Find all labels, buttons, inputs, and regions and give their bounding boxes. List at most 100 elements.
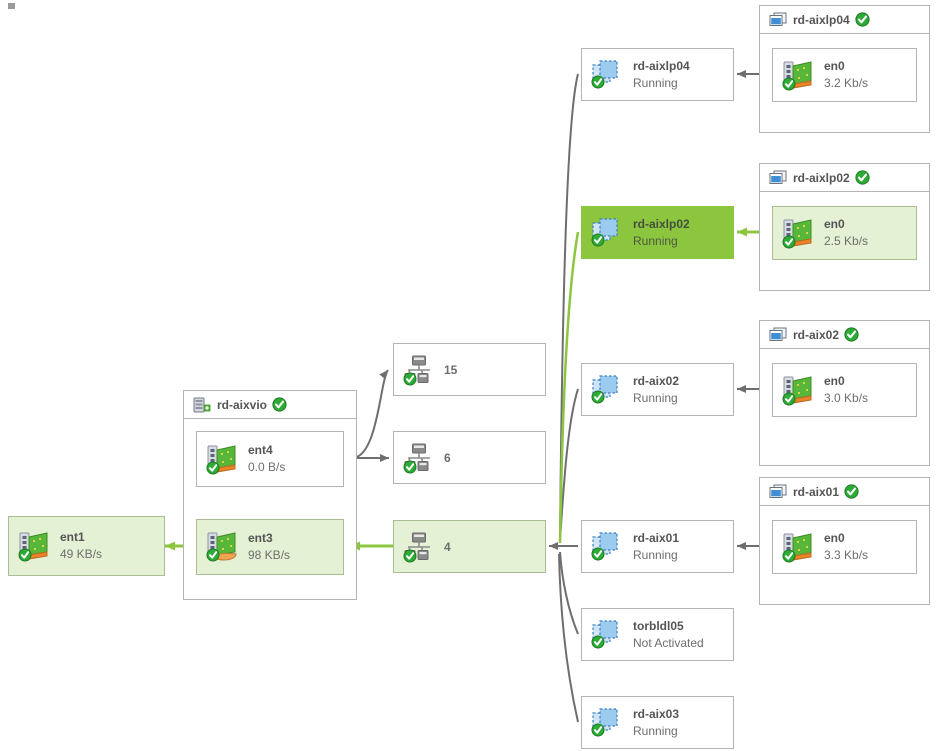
edge-bundle-vlan4-to-lpars: [558, 73, 579, 723]
node-lpar-torbldl05[interactable]: torbldl05 Not Activated: [581, 608, 734, 661]
panel-header: rd-aix01: [760, 478, 929, 506]
node-lpar-rd-aix02[interactable]: rd-aix02 Running: [581, 363, 734, 416]
node-lpar-rd-aix03[interactable]: rd-aix03 Running: [581, 696, 734, 749]
network-adapter-icon: [782, 531, 816, 563]
node-subtitle: 2.5 Kb/s: [824, 234, 869, 248]
network-adapter-icon: [206, 443, 240, 475]
node-subtitle: 98 KB/s: [248, 548, 291, 562]
lpar-icon: [591, 374, 625, 406]
node-title: en0: [824, 59, 845, 73]
vlan-network-icon: [403, 354, 435, 386]
status-ok-icon: [403, 372, 417, 385]
node-en0[interactable]: en0 3.0 Kb/s: [772, 363, 917, 417]
lpar-icon: [591, 707, 625, 739]
lpar-window-icon: [769, 327, 787, 343]
node-title: rd-aixlp02: [633, 216, 690, 231]
node-subtitle: Running: [633, 390, 678, 405]
network-adapter-icon: [782, 59, 816, 91]
status-ok-icon: [591, 635, 605, 648]
node-en0[interactable]: en0 3.2 Kb/s: [772, 48, 917, 102]
node-subtitle: Running: [633, 75, 678, 90]
panel-rd-aixvio[interactable]: rd-aixvio: [183, 390, 357, 600]
node-title: rd-aix02: [633, 373, 680, 388]
status-ok-icon: [403, 460, 417, 473]
node-title: ent1: [60, 530, 85, 544]
lpar-icon: [591, 619, 625, 651]
node-subtitle: Running: [633, 723, 678, 738]
panel-rd-aix02[interactable]: rd-aix02: [759, 320, 930, 466]
node-subtitle: 3.2 Kb/s: [824, 76, 869, 90]
status-ok-icon: [206, 461, 220, 475]
panel-title: rd-aixvio: [217, 397, 268, 412]
node-vlan-6[interactable]: 6: [393, 431, 546, 484]
node-ent4[interactable]: ent4 0.0 B/s: [196, 431, 344, 487]
panel-header: rd-aixvio: [184, 391, 356, 419]
node-subtitle: Not Activated: [633, 635, 704, 650]
status-ok-icon: [844, 327, 859, 342]
panel-title: rd-aixlp04: [793, 12, 850, 27]
network-adapter-icon: [782, 217, 816, 249]
lpar-window-icon: [769, 170, 787, 186]
vlan-id: 6: [444, 450, 451, 465]
status-ok-icon: [272, 397, 287, 412]
lpar-icon: [591, 531, 625, 563]
status-ok-icon: [782, 549, 796, 563]
vlan-id: 4: [444, 539, 451, 554]
node-subtitle: 3.0 Kb/s: [824, 391, 869, 405]
lpar-icon: [591, 59, 625, 91]
node-lpar-rd-aixlp04[interactable]: rd-aixlp04 Running: [581, 48, 734, 101]
network-adapter-icon: [782, 374, 816, 406]
node-title: en0: [824, 374, 845, 388]
node-ent1[interactable]: ent1 49 KB/s: [8, 516, 165, 576]
lpar-window-icon: [769, 12, 787, 28]
lpar-window-icon: [769, 484, 787, 500]
node-title: en0: [824, 531, 845, 545]
panel-rd-aixlp02[interactable]: rd-aixlp02: [759, 163, 930, 291]
node-subtitle: Running: [633, 547, 678, 562]
node-lpar-rd-aixlp02[interactable]: rd-aixlp02 Running: [581, 206, 734, 259]
panel-rd-aixlp04[interactable]: rd-aixlp04: [759, 5, 930, 133]
server-add-icon: [193, 397, 211, 413]
node-title: ent3: [248, 531, 273, 545]
node-lpar-rd-aix01[interactable]: rd-aix01 Running: [581, 520, 734, 573]
vlan-id: 15: [444, 362, 458, 377]
network-adapter-shared-icon: [206, 531, 240, 563]
panel-header: rd-aix02: [760, 321, 929, 349]
panel-header: rd-aixlp02: [760, 164, 929, 192]
node-vlan-4[interactable]: 4: [393, 520, 546, 573]
lpar-icon: [591, 217, 625, 249]
node-title: en0: [824, 217, 845, 231]
node-en0[interactable]: en0 3.3 Kb/s: [772, 520, 917, 574]
panel-rd-aix01[interactable]: rd-aix01: [759, 477, 930, 605]
status-ok-icon: [206, 548, 220, 562]
status-ok-icon: [403, 549, 417, 562]
edge-vlan4-to-rd-aixlp02: [558, 231, 580, 544]
node-subtitle: 49 KB/s: [60, 547, 103, 561]
vlan-network-icon: [403, 442, 435, 474]
node-subtitle: 3.3 Kb/s: [824, 548, 869, 562]
status-ok-icon: [844, 484, 859, 499]
status-ok-icon: [855, 170, 870, 185]
node-title: rd-aixlp04: [633, 58, 690, 73]
node-subtitle: 0.0 B/s: [248, 460, 286, 474]
status-ok-icon: [591, 547, 605, 560]
status-ok-icon: [591, 390, 605, 403]
node-title: rd-aix01: [633, 530, 680, 545]
panel-header: rd-aixlp04: [760, 6, 929, 34]
status-ok-icon: [855, 12, 870, 27]
status-ok-icon: [18, 548, 32, 562]
node-en0[interactable]: en0 2.5 Kb/s: [772, 206, 917, 260]
node-title: ent4: [248, 443, 273, 457]
panel-title: rd-aix01: [793, 484, 840, 499]
status-ok-icon: [591, 75, 605, 88]
status-ok-icon: [591, 723, 605, 736]
vlan-network-icon: [403, 531, 435, 563]
node-ent3[interactable]: ent3 98 KB/s: [196, 519, 344, 575]
status-ok-icon: [591, 233, 605, 246]
panel-title: rd-aix02: [793, 327, 840, 342]
node-title: torbldl05: [633, 618, 684, 633]
status-ok-icon: [782, 392, 796, 406]
node-vlan-15[interactable]: 15: [393, 343, 546, 396]
node-title: rd-aix03: [633, 706, 680, 721]
